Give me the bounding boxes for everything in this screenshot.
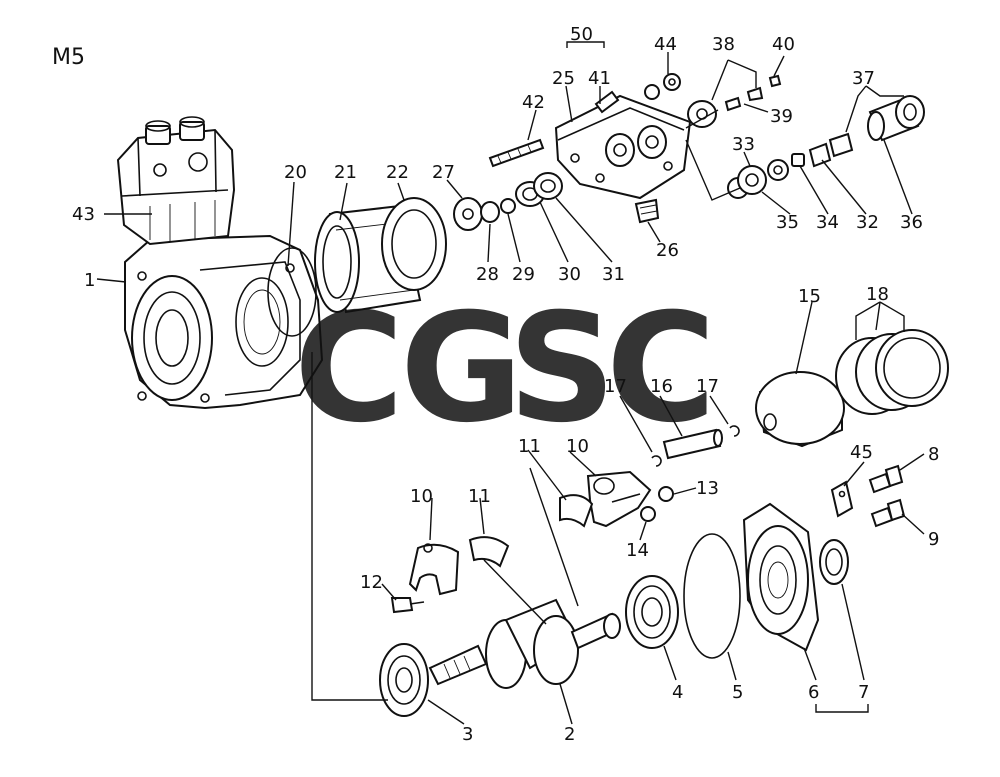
label-part-6: 6 — [808, 682, 819, 703]
piston-rings — [835, 329, 949, 415]
rod-cap — [408, 543, 460, 596]
label-part-3: 3 — [462, 724, 473, 745]
label-part-34: 34 — [816, 212, 839, 233]
label-part-41: 41 — [588, 68, 611, 89]
label-part-15: 15 — [798, 286, 821, 307]
label-part-8: 8 — [928, 444, 939, 465]
cover-o-ring — [683, 533, 741, 659]
label-part-17-left: 17 — [604, 376, 627, 397]
stud-bolt — [488, 138, 545, 168]
label-part-20: 20 — [284, 162, 307, 183]
part-labels: 1 2 3 4 5 6 7 8 9 10 10 11 11 12 13 14 1… — [72, 24, 939, 745]
crankshaft — [428, 598, 621, 689]
label-part-26: 26 — [656, 240, 679, 261]
cylinder-head — [554, 90, 692, 224]
watermark: C G S C — [294, 282, 716, 456]
piston-pin — [662, 428, 723, 460]
rod-bearing-lower — [468, 536, 510, 568]
diagram-title: M5 — [52, 45, 85, 70]
label-part-22: 22 — [386, 162, 409, 183]
valve-washer-stack — [453, 172, 563, 231]
label-part-29: 29 — [512, 264, 535, 285]
label-part-39: 39 — [770, 106, 793, 127]
rod-bearing-upper — [559, 494, 594, 528]
label-part-45: 45 — [850, 442, 873, 463]
oil-seal — [819, 539, 849, 585]
label-part-1: 1 — [84, 270, 95, 291]
label-part-10-rod: 10 — [566, 436, 589, 457]
bolt-8 — [868, 464, 904, 494]
circlips — [651, 425, 740, 467]
label-part-12: 12 — [360, 572, 383, 593]
ball-bearing-front — [379, 643, 429, 717]
label-part-43: 43 — [72, 204, 95, 225]
label-part-10-cap: 10 — [410, 486, 433, 507]
watermark-letter-s: S — [508, 282, 616, 456]
ball-bearing-rear — [625, 575, 679, 649]
alignment-lines — [311, 109, 741, 701]
label-part-13: 13 — [696, 478, 719, 499]
label-part-28: 28 — [476, 264, 499, 285]
label-part-44: 44 — [654, 34, 677, 55]
watermark-letter-g: G — [400, 282, 523, 456]
rear-cover — [742, 502, 820, 652]
label-part-42: 42 — [522, 92, 545, 113]
rod-nuts-13-14 — [640, 486, 674, 522]
label-part-38: 38 — [712, 34, 735, 55]
valve-nut-44 — [644, 73, 681, 100]
label-part-30: 30 — [558, 264, 581, 285]
label-part-31: 31 — [602, 264, 625, 285]
bolt-9 — [870, 498, 906, 528]
label-part-40: 40 — [772, 34, 795, 55]
label-part-18: 18 — [866, 284, 889, 305]
cylinder-block — [116, 116, 236, 246]
leader-lines — [96, 41, 925, 725]
label-part-37: 37 — [852, 68, 875, 89]
label-part-11-lower: 11 — [468, 486, 491, 507]
fitting-33 — [727, 132, 854, 199]
label-part-25: 25 — [552, 68, 575, 89]
label-part-17-right: 17 — [696, 376, 719, 397]
o-ring — [267, 247, 317, 337]
label-part-14: 14 — [626, 540, 649, 561]
label-part-36: 36 — [900, 212, 923, 233]
label-part-50: 50 — [570, 24, 593, 45]
label-part-16: 16 — [650, 376, 673, 397]
label-part-27: 27 — [432, 162, 455, 183]
union-fitting-36 — [867, 95, 925, 142]
rod-bolt-12 — [390, 597, 425, 614]
label-part-35: 35 — [776, 212, 799, 233]
label-part-32: 32 — [856, 212, 879, 233]
fitting-38 — [687, 74, 782, 128]
label-part-21: 21 — [334, 162, 357, 183]
piston — [755, 371, 845, 448]
crankcase-housing — [124, 234, 324, 410]
label-part-11-upper: 11 — [518, 436, 541, 457]
label-part-9: 9 — [928, 529, 939, 550]
watermark-letter-c2: C — [606, 282, 716, 456]
label-part-5: 5 — [732, 682, 743, 703]
connecting-rod — [586, 470, 652, 528]
label-part-4: 4 — [672, 682, 683, 703]
sleeve-ring — [381, 197, 447, 291]
watermark-letter-c: C — [294, 282, 404, 456]
label-part-7: 7 — [858, 682, 869, 703]
bracket — [830, 480, 854, 518]
label-part-2: 2 — [564, 724, 575, 745]
label-part-33: 33 — [732, 134, 755, 155]
